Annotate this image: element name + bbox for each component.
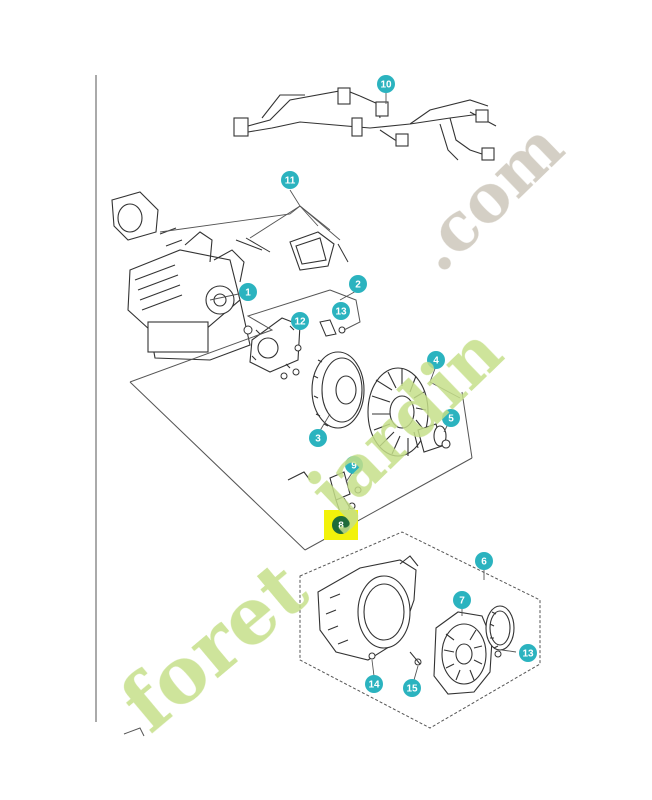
callout-badge (453, 591, 471, 609)
callout-label: 11 (285, 176, 296, 187)
starter-housing (317, 555, 419, 661)
wiring-harness (233, 87, 497, 161)
engine-fasteners (159, 227, 349, 335)
callout-1: 1 (239, 283, 257, 301)
callout-badge (332, 302, 350, 320)
callout-13-lower: 13 (519, 644, 537, 662)
callout-label: 5 (448, 414, 454, 425)
rotor (311, 351, 365, 429)
starter-ring (485, 605, 515, 651)
callout-badge (365, 675, 383, 693)
watermark-part-jardin: jardin (288, 310, 518, 536)
assembly-outline-lower (299, 531, 541, 729)
callout-badge (519, 644, 537, 662)
callout-10: 10 (377, 75, 395, 93)
small-parts-upper (280, 319, 346, 380)
watermark-part-foret: foret (104, 543, 325, 749)
callout-4: 4 (427, 351, 445, 369)
callout-badge (309, 429, 327, 447)
fan-hub (417, 423, 451, 453)
cooling-fan (367, 367, 429, 457)
callout-6: 6 (475, 552, 493, 570)
bracket-part (287, 471, 362, 513)
watermark-part-com: .com (397, 107, 579, 286)
callout-label: 9 (351, 461, 357, 472)
callout-badge (281, 171, 299, 189)
callout-badge (475, 552, 493, 570)
callout-label: 3 (315, 434, 321, 445)
callout-3: 3 (309, 429, 327, 447)
callout-label: 13 (335, 307, 347, 318)
callout-label: 4 (433, 356, 439, 367)
callout-label: 6 (481, 557, 487, 568)
callout-label: 13 (522, 649, 534, 660)
callout-7: 7 (453, 591, 471, 609)
stator-plate (249, 317, 301, 373)
callout-13-upper: 13 (332, 302, 350, 320)
callout-5: 5 (442, 409, 460, 427)
callout-label: 1 (245, 288, 251, 299)
callout-label: 8 (338, 521, 344, 532)
callout-label: 2 (355, 280, 361, 291)
ignition-coil (289, 231, 335, 271)
recoil-starter (433, 611, 493, 695)
callout-badge (291, 312, 309, 330)
callout-badge (427, 351, 445, 369)
callout-label: 15 (406, 684, 418, 695)
callout-label: 12 (294, 317, 306, 328)
callout-badge (442, 409, 460, 427)
callout-badge (403, 679, 421, 697)
callout-9: 9 (345, 456, 363, 474)
callout-8: 8 (332, 516, 350, 534)
callout-14: 14 (365, 675, 383, 693)
callout-label: 14 (368, 680, 380, 691)
engine-block (111, 191, 251, 361)
callout-12: 12 (291, 312, 309, 330)
callout-badge (349, 275, 367, 293)
callout-badge (377, 75, 395, 93)
callout-badge (239, 283, 257, 301)
callout-2: 2 (349, 275, 367, 293)
small-parts-lower (368, 650, 502, 666)
callout-label: 10 (380, 80, 392, 91)
callout-label: 7 (459, 596, 465, 607)
callout-11: 11 (281, 171, 299, 189)
callout-badge (345, 456, 363, 474)
corner-mark (123, 727, 145, 737)
callout-badge (332, 516, 350, 534)
callout-15: 15 (403, 679, 421, 697)
